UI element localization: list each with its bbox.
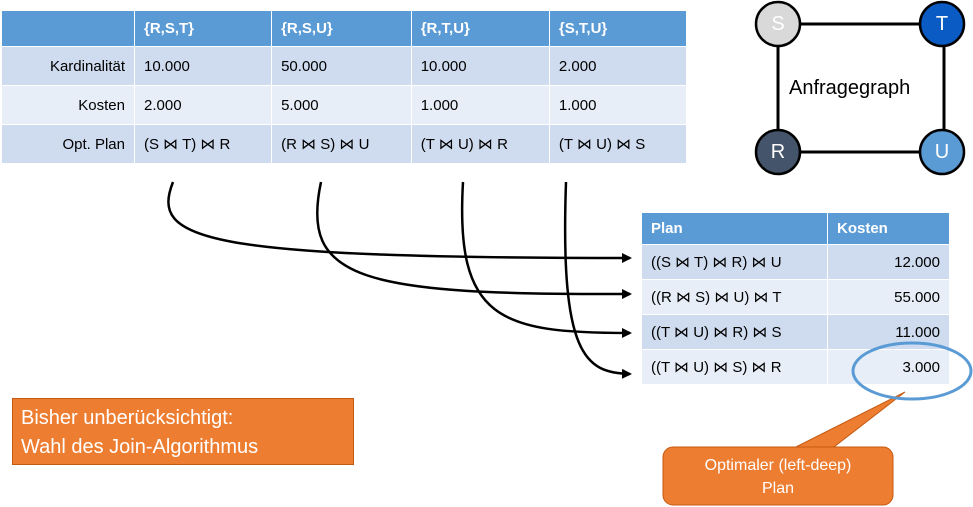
cost-cell: 11.000 [827, 314, 950, 350]
graph-node-r [754, 128, 802, 176]
table-row: Kardinalität 10.000 50.000 10.000 2.000 [1, 46, 688, 86]
header-cell-rtu: {R,T,U} [410, 10, 550, 47]
table-cell: 1.000 [548, 85, 688, 125]
table-cell: (S ⋈ T) ⋈ R [133, 124, 273, 164]
node-label-u: U [934, 141, 950, 163]
table-row: ((T ⋈ U) ⋈ S) ⋈ R 3.000 [641, 349, 950, 385]
table-cell: 10.000 [410, 46, 550, 86]
arrow-rsu [316, 181, 632, 300]
table-cell: 2.000 [548, 46, 688, 86]
node-label-t: T [935, 13, 949, 35]
callout-pointer [789, 391, 906, 451]
note-box: Bisher unberücksichtigt: Wahl des Join-A… [12, 398, 354, 465]
node-label-s: S [771, 13, 785, 35]
callout-line-2: Plan [761, 480, 795, 497]
plan-cell: ((S ⋈ T) ⋈ R) ⋈ U [641, 244, 828, 280]
arrow-rtu [460, 181, 632, 338]
note-line-1: Bisher unberücksichtigt: [21, 407, 234, 429]
graph-node-s [754, 0, 802, 48]
arrow-stu [563, 181, 632, 379]
row-label: Opt. Plan [1, 124, 135, 164]
table-cell: 5.000 [271, 85, 412, 125]
table-cell: (R ⋈ S) ⋈ U [271, 124, 412, 164]
table-cell: (T ⋈ U) ⋈ S [548, 124, 688, 164]
subset-table: {R,S,T} {R,S,U} {R,T,U} {S,T,U} Kardinal… [1, 10, 688, 164]
header-cell-cost: Kosten [827, 212, 950, 245]
table-cell: 2.000 [133, 85, 273, 125]
table-row: ((R ⋈ S) ⋈ U) ⋈ T 55.000 [641, 279, 950, 315]
header-cell-stu: {S,T,U} [548, 10, 688, 47]
cost-cell: 3.000 [827, 349, 950, 385]
row-label: Kosten [1, 85, 135, 125]
node-label-r: R [770, 141, 786, 163]
graph-node-u [918, 128, 966, 176]
table-row: ((T ⋈ U) ⋈ R) ⋈ S 11.000 [641, 314, 950, 350]
cost-cell: 55.000 [827, 279, 950, 315]
highlight-ellipse [851, 341, 973, 401]
callout-text: Optimaler (left-deep) Plan [663, 447, 893, 505]
header-cell-rsu: {R,S,U} [271, 10, 412, 47]
arrow-rst [167, 181, 632, 263]
table-cell: (T ⋈ U) ⋈ R [410, 124, 550, 164]
note-line-2: Wahl des Join-Algorithmus [21, 436, 259, 458]
table-row: ((S ⋈ T) ⋈ R) ⋈ U 12.000 [641, 244, 950, 280]
header-cell-empty [1, 10, 135, 47]
subset-table-header: {R,S,T} {R,S,U} {R,T,U} {S,T,U} [1, 10, 688, 47]
table-cell: 50.000 [271, 46, 412, 86]
callout-box [662, 446, 894, 506]
plan-cell: ((T ⋈ U) ⋈ S) ⋈ R [641, 349, 828, 385]
graph-title: Anfragegraph [789, 77, 911, 99]
table-row: Opt. Plan (S ⋈ T) ⋈ R (R ⋈ S) ⋈ U (T ⋈ U… [1, 124, 688, 164]
plan-cell: ((T ⋈ U) ⋈ R) ⋈ S [641, 314, 828, 350]
callout-line-1: Optimaler (left-deep) [704, 457, 852, 474]
plan-cell: ((R ⋈ S) ⋈ U) ⋈ T [641, 279, 828, 315]
cost-cell: 12.000 [827, 244, 950, 280]
plan-table: Plan Kosten ((S ⋈ T) ⋈ R) ⋈ U 12.000 ((R… [641, 212, 950, 385]
graph-node-t [918, 0, 966, 48]
